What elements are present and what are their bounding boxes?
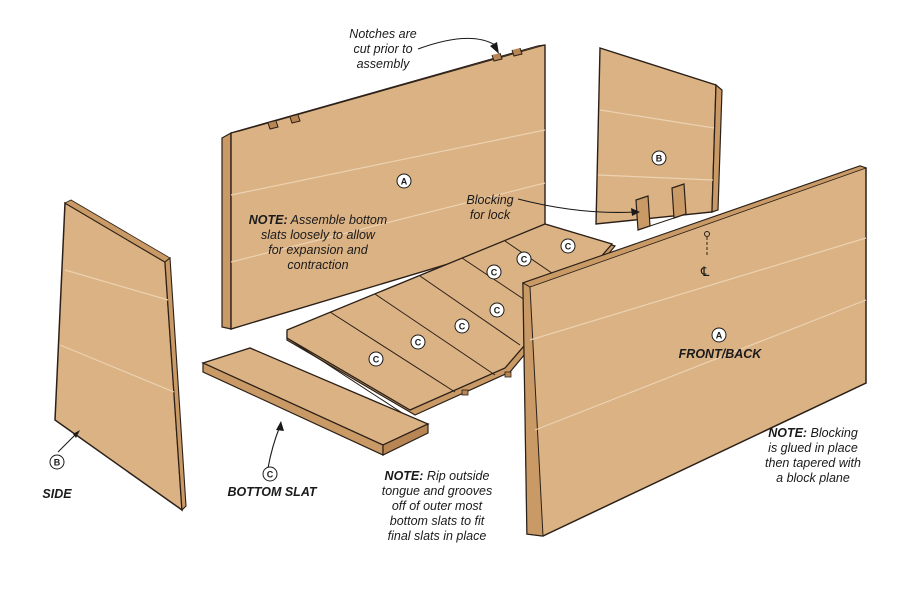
front-back-label: FRONT/BACK: [679, 347, 763, 361]
svg-text:final slats in place: final slats in place: [388, 529, 487, 543]
svg-text:tongue and grooves: tongue and grooves: [382, 484, 493, 498]
callout-b-side: B: [49, 454, 65, 470]
svg-text:B: B: [54, 458, 61, 468]
bottom-slat-label: BOTTOM SLAT: [227, 485, 317, 499]
svg-text:Notches are: Notches are: [349, 27, 416, 41]
svg-text:for lock: for lock: [470, 208, 511, 222]
svg-text:C: C: [267, 470, 274, 480]
centerline-symbol: ℄: [700, 264, 710, 279]
assemble-note: NOTE: Assemble bottom slats loosely to a…: [249, 213, 387, 272]
svg-text:is glued in place: is glued in place: [768, 441, 858, 455]
callout-c-3: C: [454, 318, 470, 334]
svg-text:C: C: [494, 306, 501, 316]
callout-c-4: C: [489, 302, 505, 318]
svg-text:B: B: [656, 154, 663, 164]
svg-text:C: C: [521, 255, 528, 265]
svg-text:cut prior to: cut prior to: [353, 42, 412, 56]
svg-text:A: A: [716, 331, 723, 341]
bottom-slat-piece: [201, 347, 430, 456]
bottom-slats: [286, 223, 617, 419]
svg-text:C: C: [565, 242, 572, 252]
blocking-lock-note: Blocking for lock: [466, 193, 513, 222]
rip-note: NOTE: Rip outside tongue and grooves off…: [382, 469, 493, 543]
callout-a-back: A: [396, 173, 412, 189]
callout-b-back: B: [651, 150, 667, 166]
side-panel-back: [595, 47, 723, 225]
svg-text:bottom slats to fit: bottom slats to fit: [390, 514, 485, 528]
svg-text:for expansion and: for expansion and: [268, 243, 368, 257]
svg-text:NOTE: Assemble bottom: NOTE: Assemble bottom: [249, 213, 387, 227]
part-callouts: A B A B C C C C C C C C: [49, 150, 727, 482]
callout-c-1: C: [368, 351, 384, 367]
keyhole-mark: [704, 231, 710, 255]
svg-text:assembly: assembly: [357, 57, 411, 71]
lock-blocking: [635, 183, 687, 231]
svg-text:Blocking: Blocking: [466, 193, 513, 207]
svg-text:slats loosely to allow: slats loosely to allow: [261, 228, 376, 242]
svg-text:NOTE: Rip outside: NOTE: Rip outside: [385, 469, 490, 483]
front-panel: ℄: [522, 165, 868, 537]
svg-text:then tapered with: then tapered with: [765, 456, 861, 470]
callout-c-slat: C: [262, 466, 278, 482]
callout-a-front: A: [711, 327, 727, 343]
blocking-glued-note: NOTE: Blocking is glued in place then ta…: [765, 426, 861, 485]
svg-text:A: A: [401, 177, 408, 187]
svg-text:off of outer most: off of outer most: [392, 499, 483, 513]
side-label: SIDE: [42, 487, 72, 501]
notches-note: Notches are cut prior to assembly: [349, 27, 416, 71]
svg-text:C: C: [415, 338, 422, 348]
side-panel-left: [54, 199, 187, 512]
callout-c-7: C: [560, 238, 576, 254]
svg-text:C: C: [459, 322, 466, 332]
svg-text:NOTE: Blocking: NOTE: Blocking: [768, 426, 858, 440]
arrowheads: [73, 42, 640, 438]
callout-c-5: C: [486, 264, 502, 280]
svg-text:C: C: [373, 355, 380, 365]
svg-text:C: C: [491, 268, 498, 278]
svg-text:a block plane: a block plane: [776, 471, 850, 485]
callout-c-2: C: [410, 334, 426, 350]
callout-c-6: C: [516, 251, 532, 267]
svg-text:contraction: contraction: [287, 258, 348, 272]
